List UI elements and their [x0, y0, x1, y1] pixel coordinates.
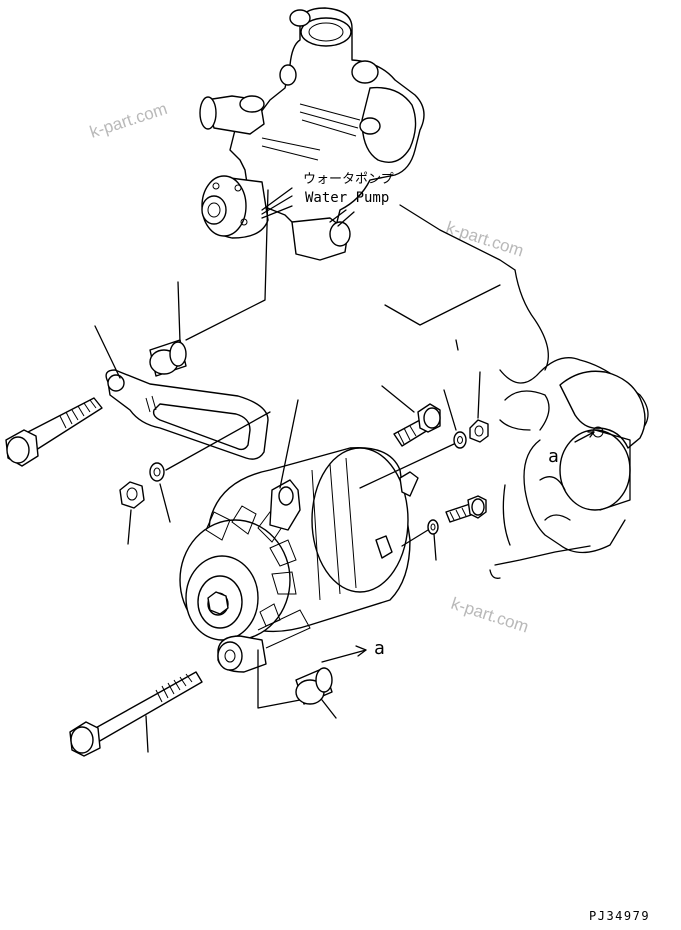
bolt-mid-upper [393, 403, 441, 447]
reference-mark-a-bottom: a [374, 638, 385, 659]
drawing-number: PJ34979 [589, 909, 650, 923]
reference-mark-a-top: a [548, 446, 559, 467]
watermark-text: k-part.com [87, 99, 169, 142]
water-pump [199, 7, 425, 261]
watermark-text: k-part.com [444, 218, 526, 261]
washer-mid [453, 431, 467, 449]
bolt-small [445, 495, 487, 523]
watermark-text: k-part.com [449, 594, 531, 637]
water-pump-label-en: Water Pump [305, 190, 389, 206]
leader-line [185, 189, 269, 341]
nut-left [119, 481, 145, 509]
alternator [179, 446, 419, 673]
spacer-upper [149, 339, 187, 377]
water-pump-label-jp: ウォータポンプ [303, 172, 394, 187]
nut-mid [469, 419, 489, 443]
bolt-long-upper [5, 397, 103, 467]
spacer-lower [295, 667, 333, 705]
washer-right [427, 519, 439, 535]
engine-block-outline [384, 204, 649, 579]
bolt-long-lower [69, 671, 203, 757]
adjusting-bracket [105, 369, 269, 460]
washer-left [149, 462, 165, 482]
